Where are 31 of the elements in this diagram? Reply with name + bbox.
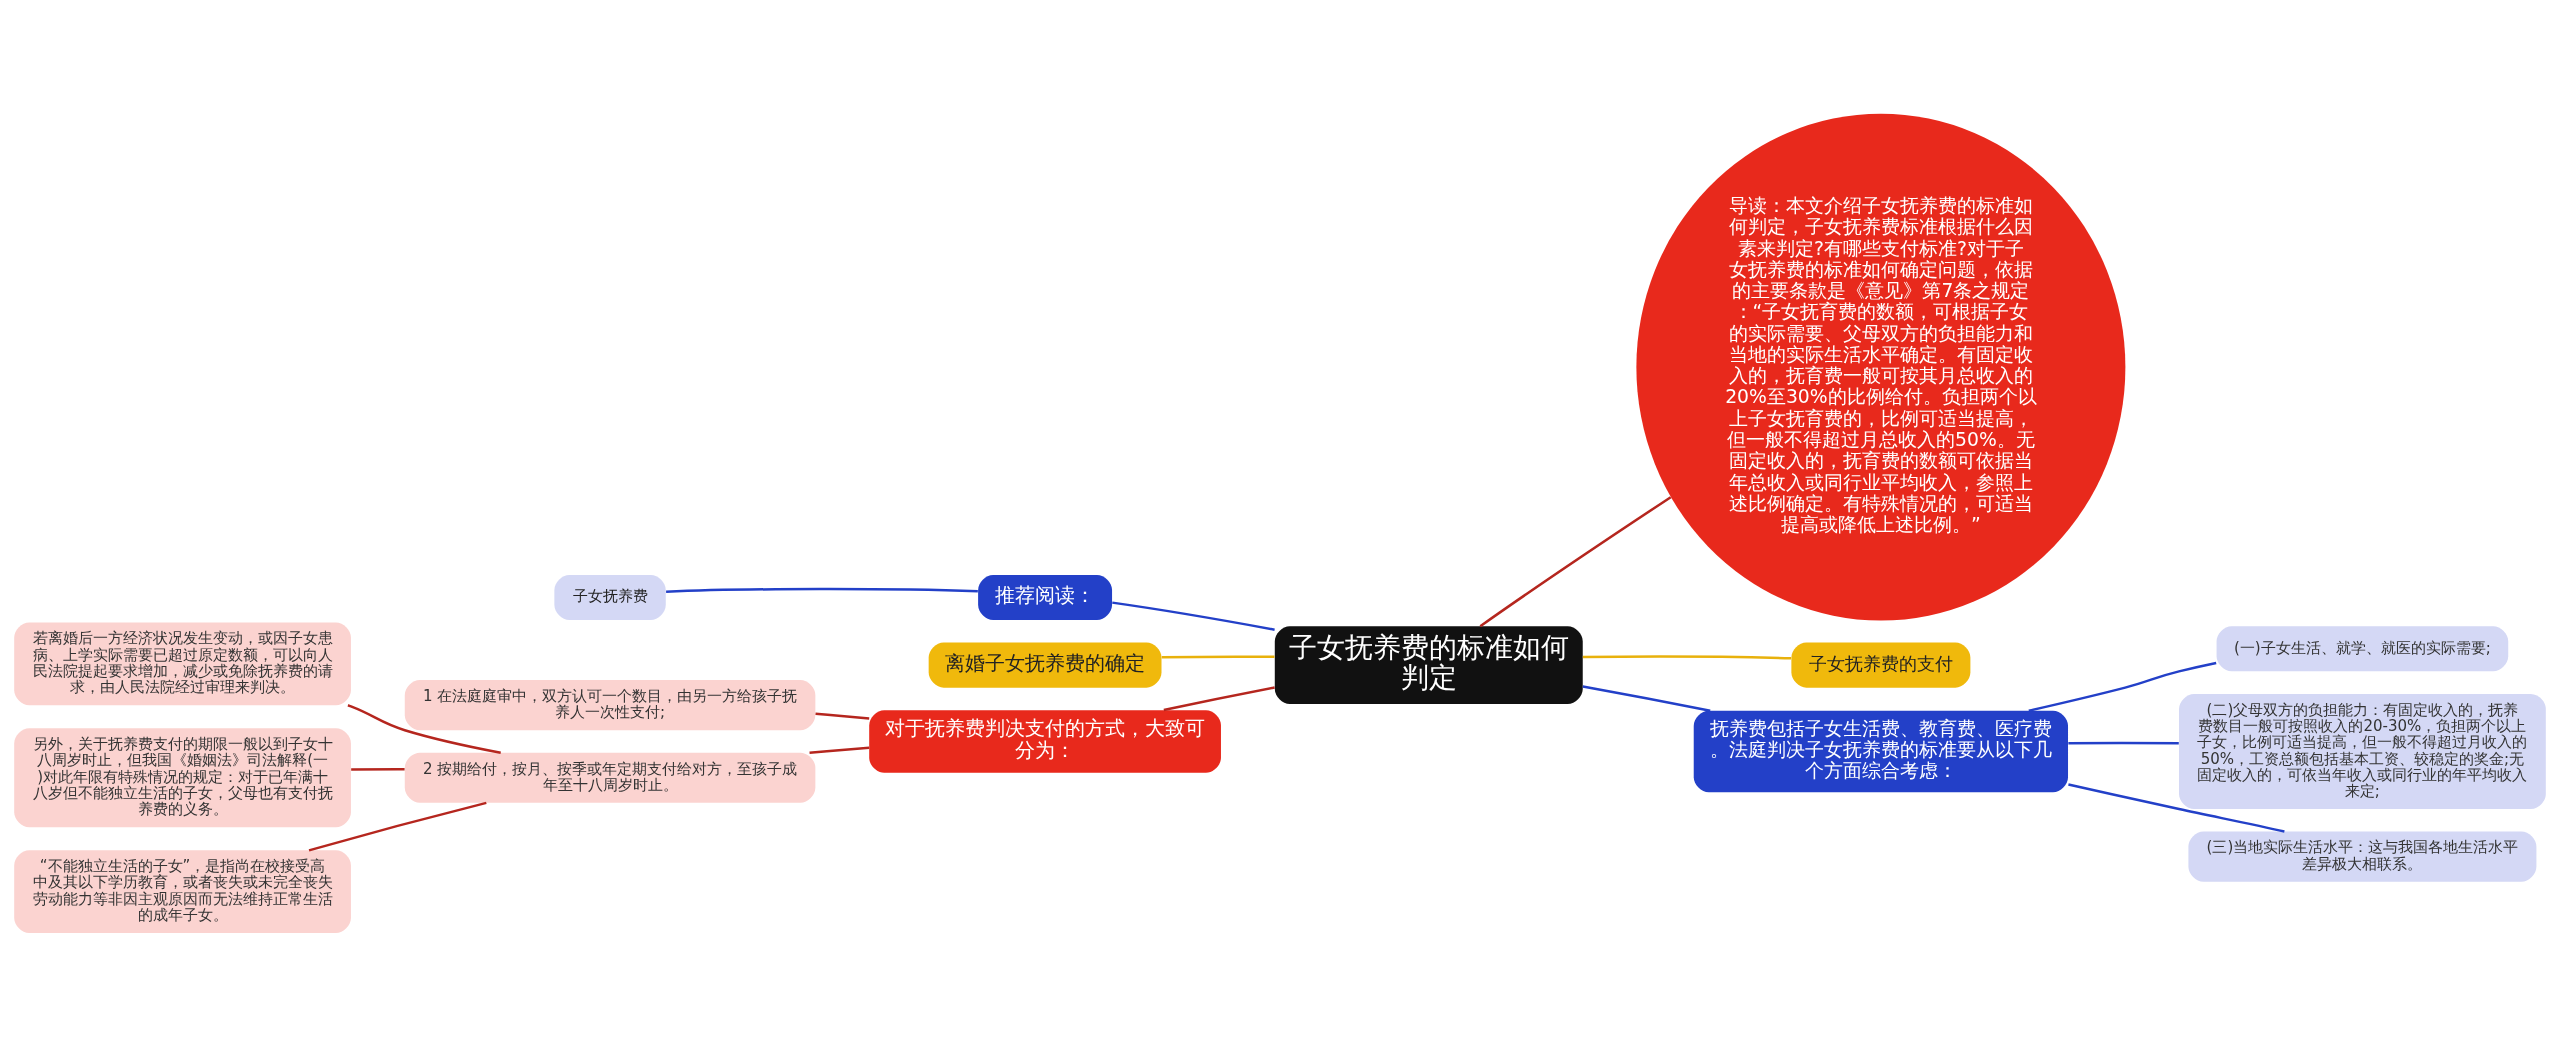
node-box: 子女抚养费的标准如何判定 [1274, 625, 1583, 704]
connector [2028, 661, 2217, 712]
node-box: 子女抚养费 [554, 574, 666, 620]
node-box: 若离婚后一方经济状况发生变动，或因子女患病、上学实际需要已超过原定数额，可以向人民法院提起要求增加，减少或免除抚养费的请求，由人民法院经过审理来判决。 [14, 622, 351, 705]
node-box: 子女抚养费的支付 [1791, 642, 1971, 688]
node-box: 2 按期给付，按月、按季或年定期支付给对方，至孩子成年至十八周岁时止。 [404, 752, 816, 803]
node-box: 1 在法庭庭审中，双方认可一个数目，由另一方给孩子抚养人一次性支付; [404, 679, 816, 730]
node-box: 离婚子女抚养费的确定 [928, 642, 1162, 688]
connector [1479, 495, 1672, 627]
node-box: 另外，关于抚养费支付的期限一般以到子女十八周岁时止，但我国《婚姻法》司法解释(一)对此年限有特殊情况的规定：对于已年满十八岁但不能独立生活的子女，父母也有支付抚养费的义务。 [14, 727, 351, 827]
connector [666, 587, 978, 593]
node-circle: 导读：本文介绍子女抚养费的标准如何判定，子女抚养费标准根据什么因素来判定?有哪些支付标准?对于子女抚养费的标准如何确定问题，依据的主要条款是《意见》第7条之规定：“子女抚育费的数额，可根据子女的实际需要、父母双方的负担能力和当地的实际生活水平确定。有固定收入的，抚育费一般可按其月总收入的20%至30%的比例给付。负担两个以上子女抚育费的，比例可适当提高，但一般不得超过月总收入的50%。无固定收入的，抚育费的数额可依据当年总收入或同行业平均收入，参照上述比例确定。有特殊情况的，可适当提高或降低上述比例。” [1636, 113, 2126, 621]
connector [2068, 741, 2179, 744]
connector [351, 767, 405, 771]
connector [347, 703, 501, 754]
node-box: (三)当地实际生活水平：这与我国各地生活水平差异极大相联系。 [2188, 831, 2537, 882]
node-box: (二)父母双方的负担能力：有固定收入的，抚养费数目一般可按照收入的20-30%，负担两个以上子女，比例可适当提高，但一般不得超过月收入的50%，工资总额包括基本工资、较稳定的奖金;无固定收入的，可依当年收入或同行业的年平均收入来定; [2179, 693, 2546, 809]
connector [1582, 684, 1711, 712]
node-box: “不能独立生活的子女”，是指尚在校接受高中及其以下学历教育，或者丧失或未完全丧失劳动能力等非因主观原因而无法维持正常生活的成年子女。 [14, 849, 351, 933]
node-box: (一)子女生活、就学、就医的实际需要; [2216, 625, 2509, 671]
connector [1161, 654, 1275, 658]
node-box: 抚养费包括子女生活费、教育费、医疗费。法庭判决子女抚养费的标准要从以下几个方面综合考虑： [1693, 710, 2069, 792]
connector [308, 801, 487, 852]
connector [815, 712, 870, 720]
connector [1112, 600, 1275, 631]
connector [1163, 685, 1275, 711]
connector [2068, 782, 2285, 833]
connector [809, 746, 870, 754]
connector [1582, 654, 1792, 659]
node-box: 推荐阅读： [978, 574, 1113, 620]
node-box: 对于抚养费判决支付的方式，大致可分为： [869, 709, 1221, 773]
